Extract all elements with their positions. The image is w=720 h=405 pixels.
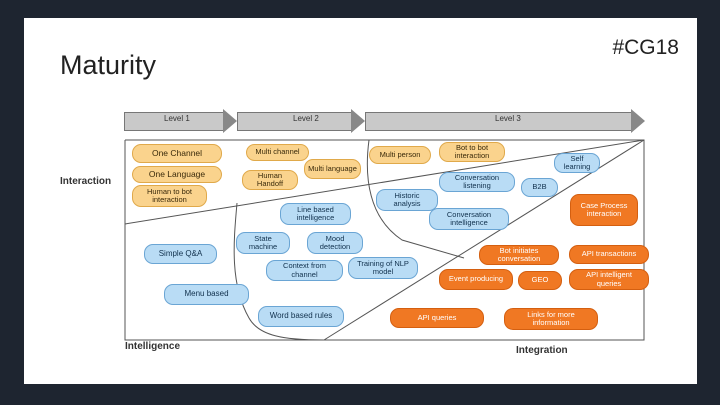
pill-conversation-intelligence: Conversation intelligence <box>429 208 509 230</box>
level-arrow-1: Level 1 <box>124 109 237 133</box>
pill-multi-channel: Multi channel <box>246 144 309 161</box>
pill-b2b: B2B <box>521 178 558 197</box>
pill-api-queries: API queries <box>390 308 484 328</box>
pill-case-process: Case Process interaction <box>570 194 638 226</box>
pill-word-based-rules: Word based rules <box>258 306 344 327</box>
pill-multi-language: Multi language <box>304 159 361 179</box>
level-label-1: Level 1 <box>164 114 190 123</box>
pill-api-intelligent-queries: API intelligent queries <box>569 269 649 290</box>
pill-human-handoff: Human Handoff <box>242 170 298 190</box>
pill-menu-based: Menu based <box>164 284 249 305</box>
pill-mood-detection: Mood detection <box>307 232 363 254</box>
pill-one-channel: One Channel <box>132 144 222 163</box>
pill-bot-initiates: Bot initiates conversation <box>479 245 559 265</box>
pill-geo: GEO <box>518 271 562 290</box>
axis-label-integration: Integration <box>516 345 568 356</box>
pill-multi-person: Multi person <box>369 146 431 164</box>
pill-human-to-bot: Human to bot interaction <box>132 185 207 207</box>
hashtag: #CG18 <box>612 36 679 59</box>
integration-divider-line <box>323 139 645 341</box>
pill-event-producing: Event producing <box>439 269 513 290</box>
level-label-2: Level 2 <box>293 114 319 123</box>
pill-line-based-intelligence: Line based intelligence <box>280 203 351 225</box>
pill-conversation-listening: Conversation listening <box>439 172 515 192</box>
axis-label-intelligence: Intelligence <box>125 341 181 352</box>
pill-one-language: One Language <box>132 166 222 183</box>
pill-context-from-channel: Context from channel <box>266 260 343 281</box>
level2-boundary-curve <box>233 202 325 341</box>
pill-simple-qa: Simple Q&A <box>144 244 217 264</box>
slide-title: Maturity <box>60 50 157 80</box>
pill-self-learning: Self learning <box>554 153 600 173</box>
level-label-3: Level 3 <box>495 114 521 123</box>
pill-api-transactions: API transactions <box>569 245 649 264</box>
axis-label-interaction: Interaction <box>60 176 112 187</box>
diagram-outer-border <box>124 139 645 341</box>
level-arrow-2: Level 2 <box>237 109 365 133</box>
level-arrow-3: Level 3 <box>365 109 645 133</box>
pill-historic-analysis: Historic analysis <box>376 189 438 211</box>
level3-boundary-curve <box>366 139 465 259</box>
pill-links-more-information: Links for more information <box>504 308 598 330</box>
slide: Maturity #CG18 Level 1 Level 2 Level 3 I… <box>24 18 697 384</box>
pill-training-nlp: Training of NLP model <box>348 257 418 279</box>
pill-state-machine: State machine <box>236 232 290 254</box>
pill-bot-to-bot: Bot to bot interaction <box>439 142 505 162</box>
